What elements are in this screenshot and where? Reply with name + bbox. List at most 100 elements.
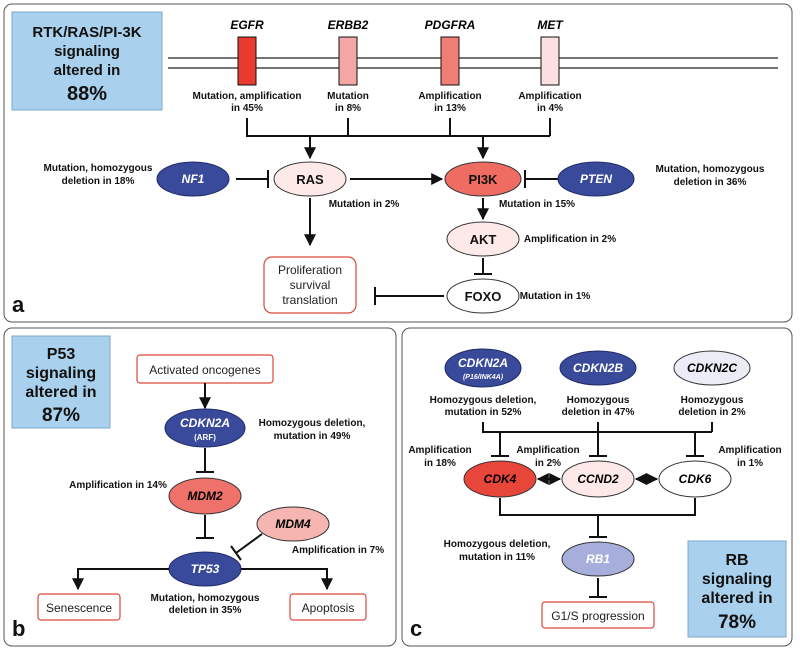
tp53-label: TP53: [191, 562, 220, 576]
receptor-egfr: EGFR Mutation, amplification in 45%: [193, 18, 302, 114]
cdk4-label: CDK4: [484, 472, 517, 486]
cdkn2a-p16-sublabel: (P16/INK4A): [463, 374, 504, 381]
foxo-note: Mutation in 1%: [520, 291, 591, 302]
panel-b-summary-percent: 87%: [42, 405, 80, 426]
cdkn2a-p16-node: [444, 348, 522, 388]
cdkn2a-arf-node: [164, 408, 246, 448]
inhibit-to-cdk6: [686, 432, 704, 457]
panel-b-summary-box: [11, 335, 111, 429]
receptor-met-label: MET: [537, 18, 564, 32]
cdk4-note-2: in 18%: [424, 458, 456, 469]
inhibit-mdm2-tp53: [196, 515, 214, 539]
panel-c-summary-line1: RB: [725, 552, 748, 569]
inhibit-to-cdk4: [491, 432, 509, 457]
rb1-note-2: mutation in 11%: [459, 552, 535, 563]
panel-c-label: c: [410, 616, 422, 641]
panel-b-label: b: [12, 616, 25, 641]
tp53-note-2: deletion in 35%: [169, 605, 242, 616]
inhibit-nf1-ras: [236, 170, 269, 188]
receptor-met: MET Amplification in 4%: [518, 18, 581, 114]
receptor-pdgfra-bar: [440, 36, 460, 86]
inhibit-to-ccnd2: [589, 432, 607, 457]
proliferation-line2: survival: [290, 278, 331, 292]
cdkn2b-note-2: deletion in 47%: [562, 407, 635, 418]
arrow-tp53-to-senescence: [72, 568, 169, 591]
cdkn2c-note-2: deletion in 2%: [678, 407, 745, 418]
foxo-node: [446, 278, 520, 314]
pten-label: PTEN: [580, 172, 612, 186]
rb1-label: RB1: [586, 552, 610, 566]
cdkn2a-p16-note-2: mutation in 52%: [445, 407, 522, 418]
receptor-met-bar: [540, 36, 560, 86]
receptor-erbb2-bar: [338, 36, 358, 86]
panel-a: RTK/RAS/PI-3K signaling altered in 88% E…: [3, 3, 793, 323]
panel-b-summary-line3: altered in: [25, 384, 96, 401]
inhibit-pten-pi3k: [524, 170, 558, 188]
ras-node: [273, 161, 347, 197]
inhibit-rb1-progression: [589, 578, 607, 598]
mdm4-node: [256, 506, 330, 542]
inhibit-complex-rb1: [589, 515, 607, 538]
cdk6-label: CDK6: [679, 472, 712, 486]
receptor-egfr-bar: [237, 36, 257, 86]
panel-b: P53 signaling altered in 87% Activated o…: [3, 327, 397, 647]
nf1-note-1: Mutation, homozygous: [44, 163, 153, 174]
cdkn2b-note-1: Homozygous: [567, 395, 630, 406]
cdk6-note-1: Amplification: [718, 445, 781, 456]
mdm4-note: Amplification in 7%: [292, 545, 384, 556]
panel-a-summary-line3: altered in: [54, 62, 121, 79]
apoptosis-label: Apoptosis: [302, 601, 355, 615]
cdkn2a-arf-sublabel: (ARF): [194, 433, 216, 442]
pten-node: [557, 161, 635, 197]
arrow-tp53-to-apoptosis: [241, 568, 333, 591]
panel-c-summary-line3: altered in: [701, 590, 772, 607]
g1s-progression-label: G1/S progression: [551, 609, 644, 623]
apoptosis-box: [289, 593, 367, 621]
panel-a-frame: [3, 3, 793, 323]
ccnd2-note-1: Amplification: [516, 445, 579, 456]
tp53-note-1: Mutation, homozygous: [151, 593, 260, 604]
mdm2-node: [168, 477, 242, 515]
akt-note: Amplification in 2%: [524, 234, 616, 245]
cdkn2c-note-1: Homozygous: [681, 395, 744, 406]
cdk4-node: [463, 460, 537, 498]
pten-note-1: Mutation, homozygous: [656, 164, 765, 175]
panel-c-summary-percent: 78%: [718, 612, 756, 633]
inhibit-akt-foxo: [474, 258, 492, 275]
nf1-note-2: deletion in 18%: [62, 176, 135, 187]
receptor-erbb2-note-1: Mutation: [327, 91, 369, 102]
inhibit-mdm4-tp53: [230, 533, 263, 561]
nf1-node: [156, 161, 230, 197]
proliferation-line1: Proliferation: [278, 263, 342, 277]
cdk4-note-1: Amplification: [408, 445, 471, 456]
akt-node: [446, 221, 520, 257]
ras-label: RAS: [296, 172, 324, 187]
rb1-note-1: Homozygous deletion,: [444, 539, 551, 550]
panel-a-summary-percent: 88%: [67, 83, 107, 105]
activated-oncogenes-label: Activated oncogenes: [149, 363, 260, 377]
cdkn2a-arf-label: CDKN2A: [180, 416, 230, 430]
receptor-egfr-label: EGFR: [230, 18, 264, 32]
panel-a-label: a: [12, 292, 25, 317]
mdm4-label: MDM4: [275, 517, 311, 531]
ras-note: Mutation in 2%: [329, 199, 400, 210]
receptor-pdgfra: PDGFRA Amplification in 13%: [418, 18, 481, 114]
pi3k-label: PI3K: [469, 172, 499, 187]
receptor-pdgfra-label: PDGFRA: [425, 18, 476, 32]
panel-b-summary-line2: signaling: [26, 365, 96, 382]
cdkn2b-node: [559, 350, 637, 386]
inhibitor-bracket: [482, 422, 713, 433]
akt-label: AKT: [470, 232, 497, 247]
panel-c-summary-box: [687, 540, 787, 638]
receptor-met-note-1: Amplification: [518, 91, 581, 102]
pi3k-note: Mutation in 15%: [499, 199, 575, 210]
cdkn2a-arf-note-2: mutation in 49%: [274, 431, 351, 442]
proliferation-line3: translation: [282, 293, 337, 307]
pten-note-2: deletion in 36%: [674, 177, 747, 188]
panel-c: CDKN2A (P16/INK4A) Homozygous deletion, …: [401, 327, 793, 647]
panel-c-summary-line2: signaling: [702, 571, 772, 588]
receptor-erbb2-label: ERBB2: [328, 18, 369, 32]
receptor-pdgfra-note-2: in 13%: [434, 103, 466, 114]
foxo-label: FOXO: [465, 289, 502, 304]
cdkn2c-node: [673, 350, 751, 386]
